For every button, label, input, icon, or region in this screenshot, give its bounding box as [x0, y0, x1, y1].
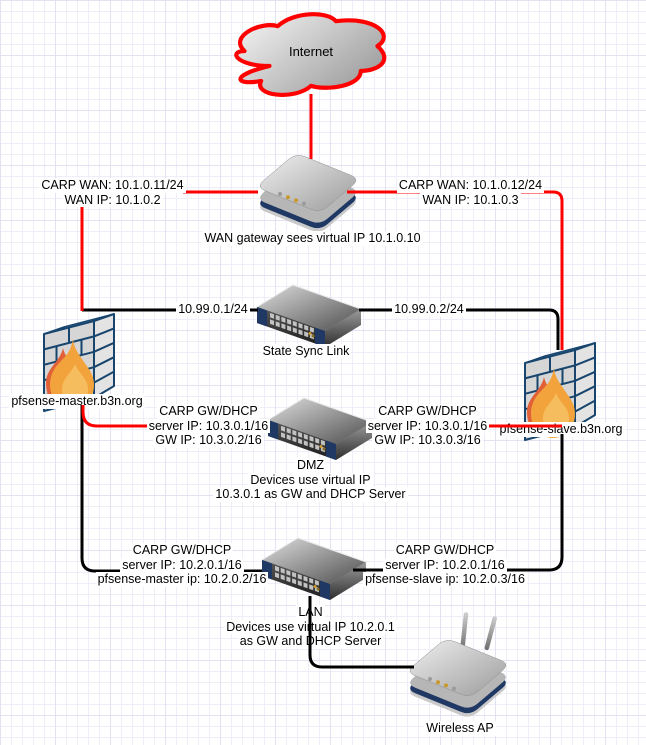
edge-lan-master[interactable] — [80, 405, 262, 573]
edge-label-wan-slave: CARP WAN: 10.1.0.12/24 WAN IP: 10.1.0.3 — [396, 178, 545, 207]
edge-label-sync-master: 10.99.0.1/24 — [176, 302, 250, 317]
wan-gateway-caption: WAN gateway sees virtual IP 10.1.0.10 — [202, 231, 423, 246]
wireless-ap-label: Wireless AP — [424, 721, 496, 736]
wireless-ap-icon[interactable] — [396, 610, 520, 722]
internet-cloud[interactable] — [228, 6, 394, 106]
edge-label-lan-master: CARP GW/DHCP server IP: 10.2.0.1/16 pfse… — [95, 543, 269, 587]
edge-dmz-master[interactable] — [81, 405, 268, 428]
edge-label-sync-slave: 10.99.0.2/24 — [392, 302, 466, 317]
internet-label: Internet — [288, 44, 334, 59]
lan-switch[interactable] — [258, 534, 370, 602]
edge-label-dmz-master: CARP GW/DHCP server IP: 10.3.0.1/16 GW I… — [146, 404, 271, 448]
edge-sync-slave[interactable] — [359, 308, 560, 350]
dmz-caption: DMZ Devices use virtual IP 10.3.0.1 as G… — [213, 458, 408, 502]
edge-label-wan-master: CARP WAN: 10.1.0.11/24 WAN IP: 10.1.0.2 — [39, 178, 186, 207]
firewall-master-label: pfsense-master.b3n.org — [9, 394, 145, 409]
edge-lan-to-ap[interactable] — [308, 596, 414, 669]
edge-lan-slave[interactable] — [353, 434, 564, 572]
state-sync-caption: State Sync Link — [260, 344, 352, 359]
state-sync-switch[interactable] — [253, 281, 365, 349]
edge-label-lan-slave: CARP GW/DHCP server IP: 10.2.0.1/16 pfse… — [363, 543, 527, 587]
edge-wan-slave[interactable] — [347, 190, 564, 350]
edge-label-dmz-slave: CARP GW/DHCP server IP: 10.3.0.1/16 GW I… — [365, 404, 490, 448]
